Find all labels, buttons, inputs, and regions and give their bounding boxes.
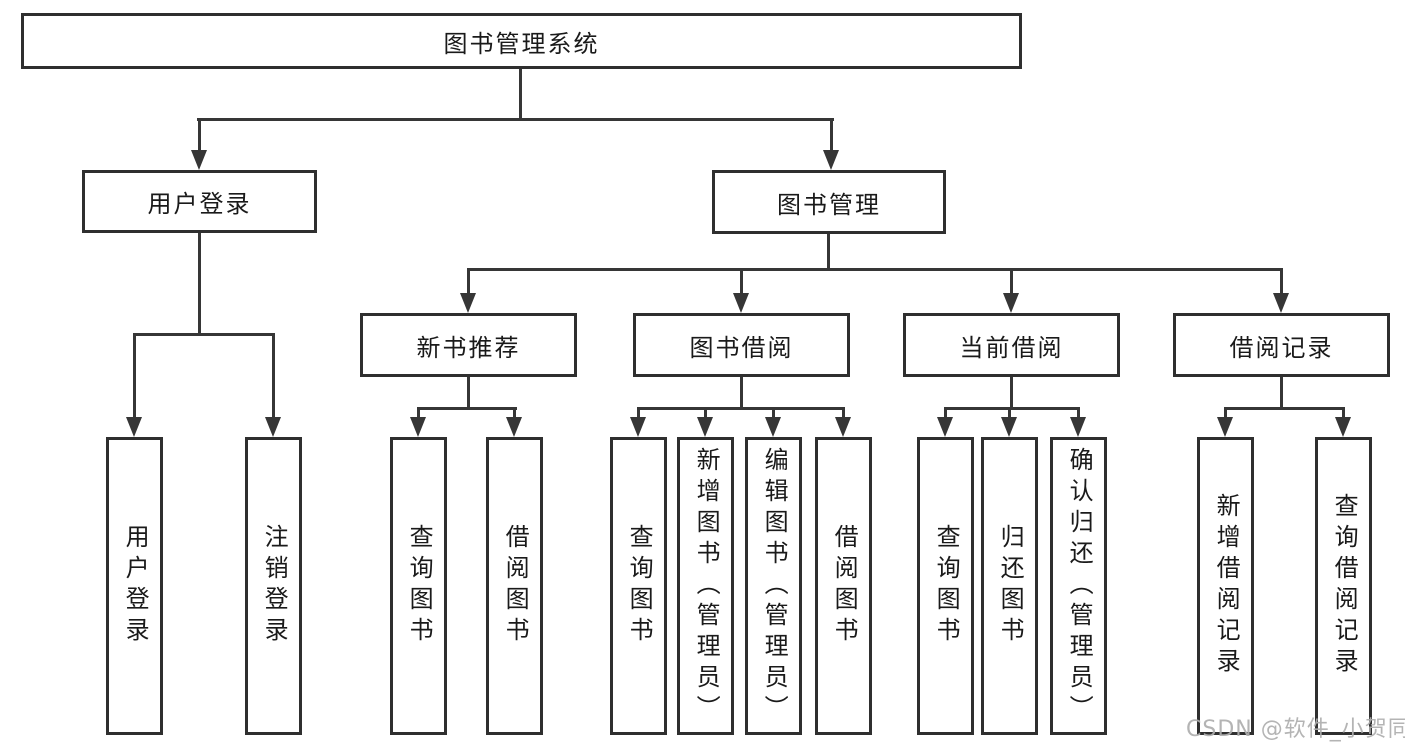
connector-line (1280, 377, 1283, 410)
connector-line (467, 377, 470, 410)
arrow-down-icon (1003, 293, 1019, 313)
leaf-borrow-books-1: 借阅图书 (486, 437, 543, 735)
node-book-borrowing: 图书借阅 (633, 313, 850, 377)
node-label: 确认归还（管理员） (1065, 446, 1094, 726)
connector-line (842, 407, 845, 421)
connector-line (944, 407, 947, 421)
leaf-add-borrow-record: 新增借阅记录 (1197, 437, 1254, 735)
connector-line (740, 268, 743, 296)
node-label: 图书管理 (777, 190, 881, 219)
connector-line (133, 333, 136, 421)
node-current-borrowing: 当前借阅 (903, 313, 1120, 377)
connector-line (827, 234, 830, 270)
node-new-book-recommend: 新书推荐 (360, 313, 577, 377)
leaf-user-login: 用户登录 (106, 437, 163, 735)
connector-line (417, 407, 517, 410)
connector-line (1010, 268, 1013, 296)
node-label: 新增图书（管理员） (692, 446, 721, 726)
connector-line (197, 118, 834, 121)
node-label: 当前借阅 (959, 333, 1064, 362)
arrow-down-icon (265, 417, 281, 437)
leaf-query-books-3: 查询图书 (917, 437, 974, 735)
connector-line (772, 407, 775, 421)
node-label: 借阅图书 (501, 524, 530, 648)
arrow-down-icon (1001, 417, 1017, 437)
leaf-return-books: 归还图书 (981, 437, 1038, 735)
connector-line (198, 118, 201, 154)
node-label: 查询借阅记录 (1330, 493, 1359, 679)
connector-line (272, 333, 275, 421)
arrow-down-icon (1070, 417, 1086, 437)
leaf-query-borrow-record: 查询借阅记录 (1315, 437, 1372, 735)
arrow-down-icon (1217, 417, 1233, 437)
arrow-down-icon (191, 150, 207, 170)
connector-line (1224, 407, 1344, 410)
connector-line (637, 407, 845, 410)
csdn-watermark: CSDN @软件_小贺同学 (1186, 717, 1405, 742)
node-label: 编辑图书（管理员） (760, 446, 789, 726)
node-label: 查询图书 (932, 524, 961, 648)
node-label: 注销登录 (260, 524, 289, 648)
connector-line (417, 407, 420, 421)
arrow-down-icon (410, 417, 426, 437)
leaf-query-books-2: 查询图书 (610, 437, 667, 735)
node-label: 用户登录 (121, 524, 150, 648)
leaf-edit-books-admin: 编辑图书（管理员） (745, 437, 802, 735)
node-label: 用户登录 (147, 190, 252, 218)
connector-line (133, 333, 274, 336)
arrow-down-icon (460, 293, 476, 313)
node-label: 归还图书 (996, 524, 1025, 648)
arrow-down-icon (506, 417, 522, 437)
connector-line (637, 407, 640, 421)
connector-line (1280, 268, 1283, 296)
connector-line (704, 407, 707, 421)
leaf-query-books-1: 查询图书 (390, 437, 447, 735)
connector-line (513, 407, 516, 421)
arrow-down-icon (1273, 293, 1289, 313)
arrow-down-icon (835, 417, 851, 437)
connector-line (1342, 407, 1345, 421)
connector-line (467, 268, 470, 296)
leaf-confirm-return-admin: 确认归还（管理员） (1050, 437, 1107, 735)
connector-line (830, 118, 833, 154)
connector-line (740, 377, 743, 410)
node-label: 新书推荐 (416, 333, 521, 362)
connector-line (1008, 407, 1011, 421)
arrow-down-icon (733, 293, 749, 313)
node-label: 查询图书 (625, 524, 654, 648)
connector-line (944, 407, 1079, 410)
node-library-system: 图书管理系统 (21, 13, 1022, 69)
arrow-down-icon (1335, 417, 1351, 437)
node-label: 图书管理系统 (443, 29, 600, 58)
arrow-down-icon (765, 417, 781, 437)
connector-line (1224, 407, 1227, 421)
node-book-management: 图书管理 (712, 170, 946, 234)
arrow-down-icon (697, 417, 713, 437)
arrow-down-icon (126, 417, 142, 437)
arrow-down-icon (937, 417, 953, 437)
arrow-down-icon (630, 417, 646, 437)
connector-line (519, 69, 522, 120)
connector-line (467, 268, 1283, 271)
node-label: 借阅记录 (1229, 333, 1334, 362)
node-borrowing-records: 借阅记录 (1173, 313, 1390, 377)
node-user-login: 用户登录 (82, 170, 317, 233)
node-label: 查询图书 (405, 524, 434, 648)
connector-line (1010, 377, 1013, 410)
node-label: 新增借阅记录 (1212, 493, 1241, 679)
connector-line (1077, 407, 1080, 421)
leaf-logout: 注销登录 (245, 437, 302, 735)
arrow-down-icon (823, 150, 839, 170)
connector-line (198, 233, 201, 335)
node-label: 图书借阅 (689, 333, 794, 362)
node-label: 借阅图书 (830, 524, 859, 648)
leaf-borrow-books-2: 借阅图书 (815, 437, 872, 735)
leaf-add-books-admin: 新增图书（管理员） (677, 437, 734, 735)
